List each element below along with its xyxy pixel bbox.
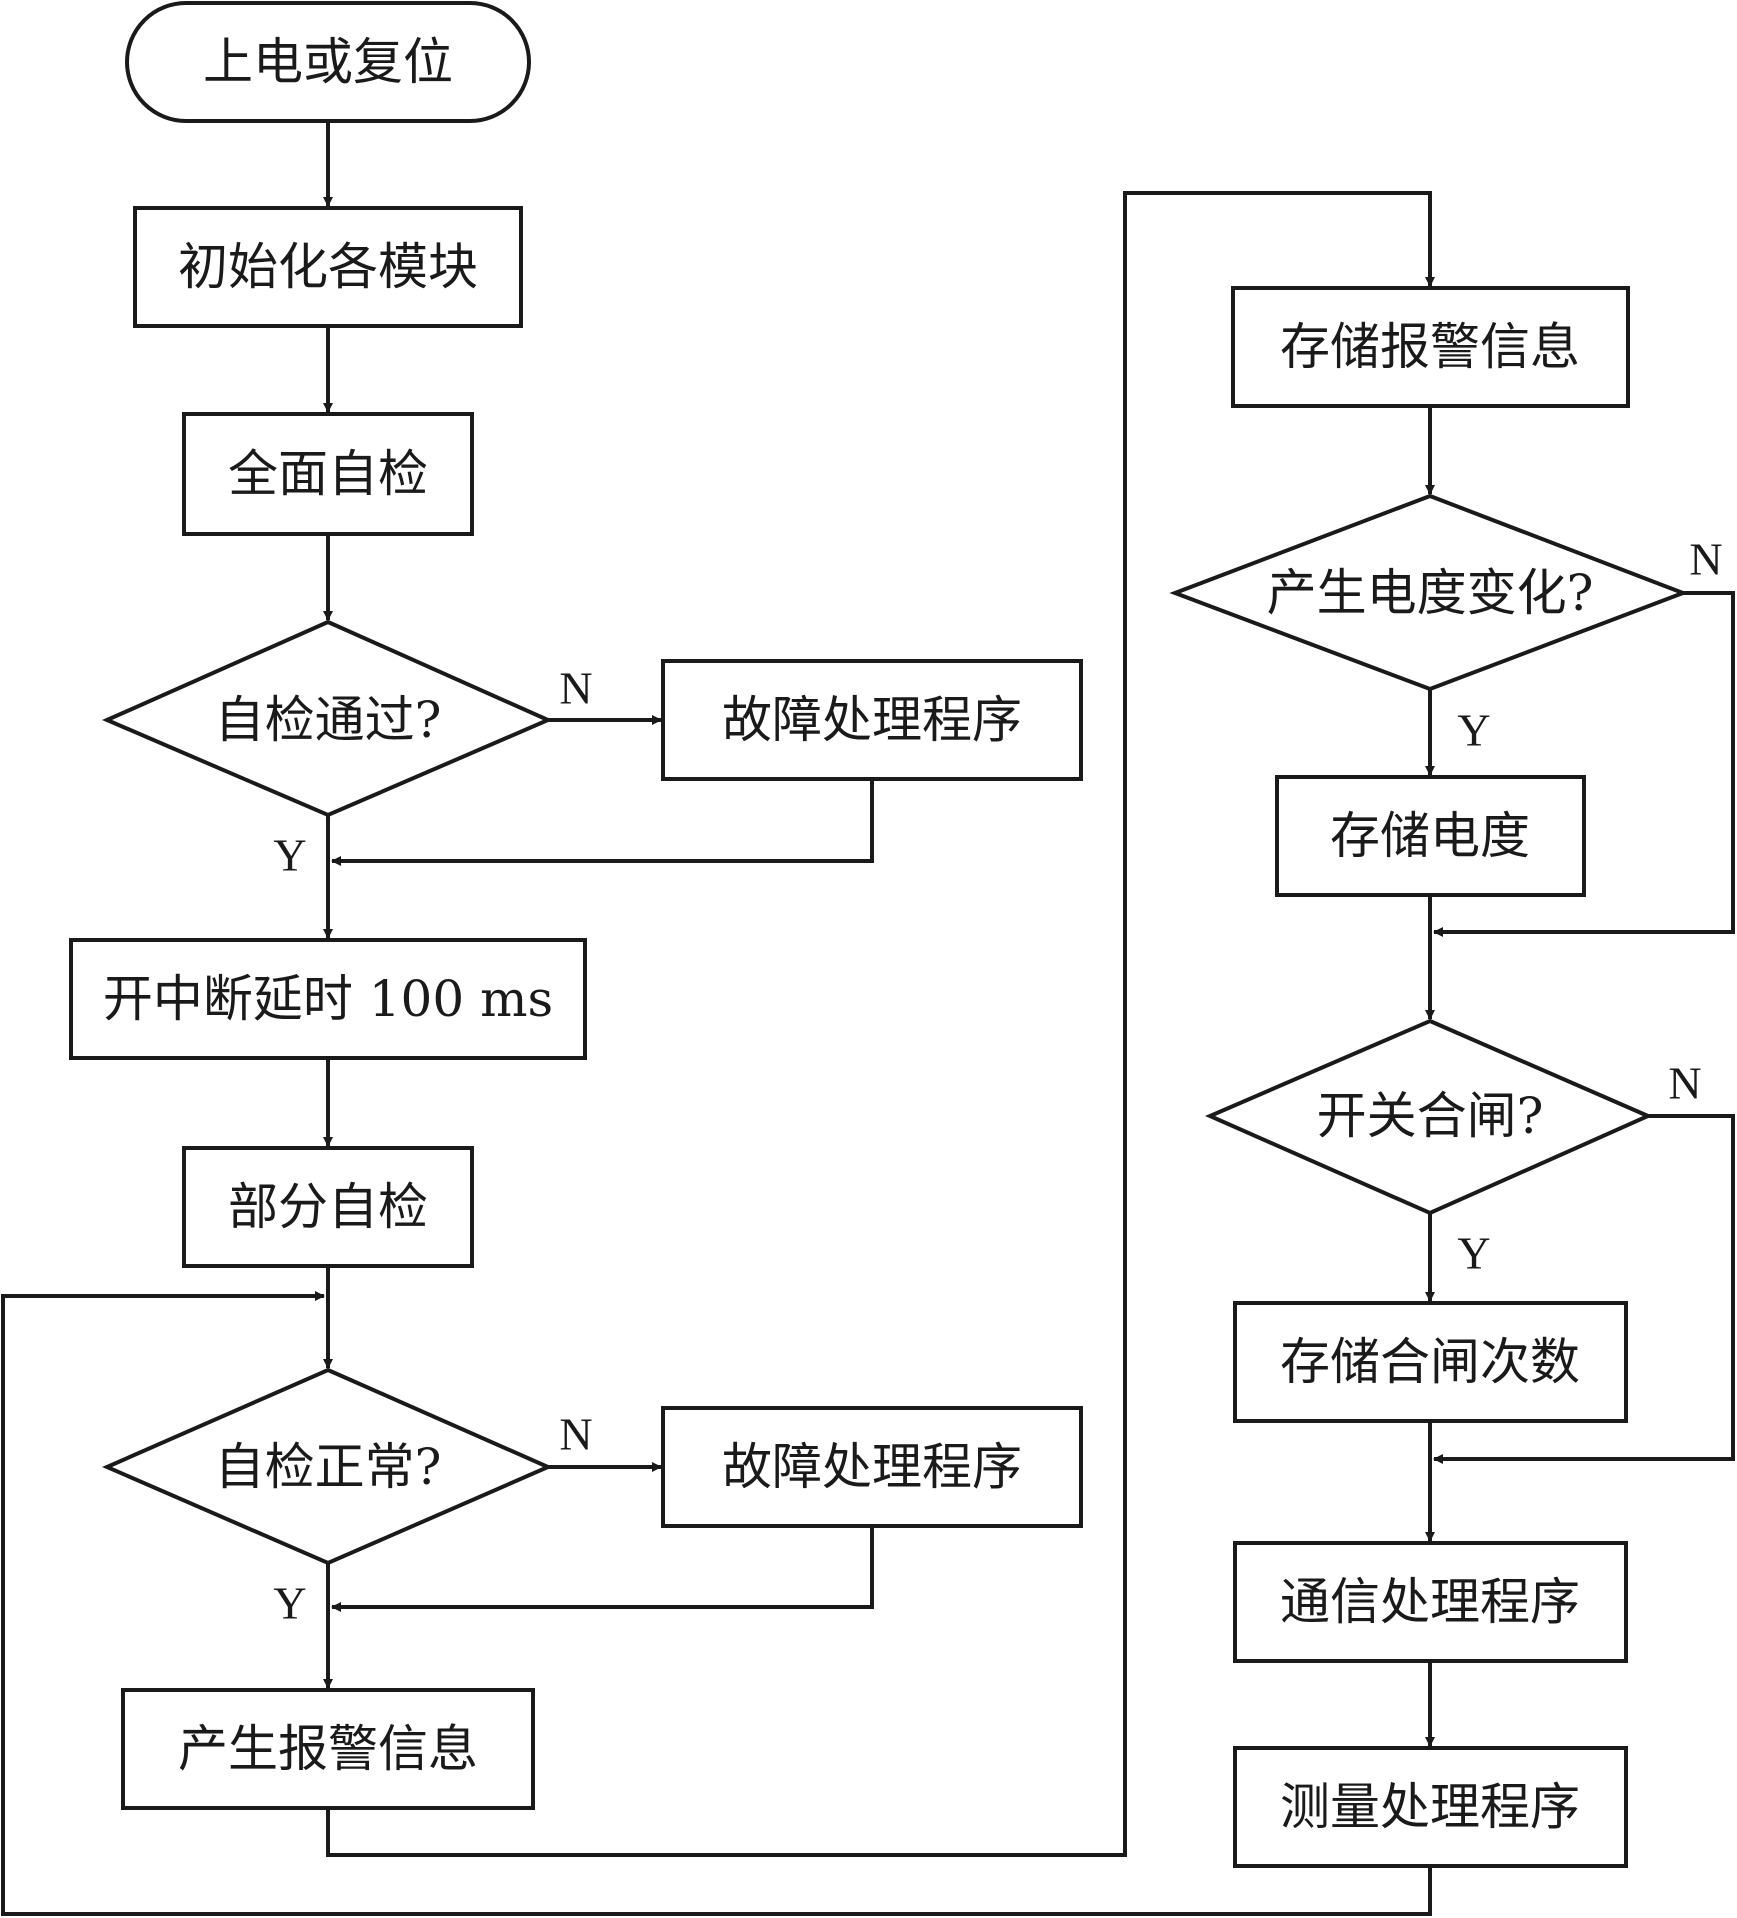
- store-energy-box: [1275, 775, 1586, 897]
- fault-handler-2-label: 故障处理程序: [722, 1438, 1022, 1496]
- arrow-alarm-to-right-column: [326, 191, 1435, 1857]
- check-normal-yes-label: Y: [273, 1578, 306, 1629]
- generate-alarm-box: [121, 1688, 535, 1810]
- full-self-check-label: 全面自检: [228, 445, 428, 503]
- switch-closed-no-label: N: [1668, 1058, 1701, 1109]
- measure-handler-box: [1233, 1746, 1628, 1868]
- energy-changed-label: 产生电度变化?: [1267, 564, 1594, 622]
- start-node-label: 上电或复位: [203, 33, 453, 91]
- arrow-fault2-return: [331, 1526, 874, 1612]
- init-modules-label: 初始化各模块: [178, 238, 478, 296]
- store-alarm-box: [1231, 286, 1630, 408]
- arrow-fault1-return: [331, 779, 874, 866]
- interrupt-delay-label: 开中断延时 100 ms: [103, 970, 553, 1028]
- store-energy-label: 存储电度: [1330, 807, 1530, 865]
- energy-changed-yes-label: Y: [1457, 705, 1490, 756]
- arrow-loop-back: [1, 1291, 1432, 1916]
- generate-alarm-label: 产生报警信息: [178, 1720, 478, 1778]
- switch-closed-yes-label: Y: [1457, 1228, 1490, 1279]
- measure-handler-label: 测量处理程序: [1280, 1778, 1580, 1836]
- store-close-count-label: 存储合闸次数: [1280, 1333, 1580, 1391]
- switch-closed-label: 开关合闸?: [1317, 1087, 1544, 1145]
- partial-self-check-box: [182, 1146, 474, 1268]
- check-passed-yes-label: Y: [273, 830, 306, 881]
- partial-self-check-label: 部分自检: [228, 1178, 428, 1236]
- check-normal-label: 自检正常?: [215, 1438, 442, 1496]
- energy-changed-no-label: N: [1689, 534, 1722, 585]
- init-modules-box: [133, 206, 523, 328]
- store-alarm-label: 存储报警信息: [1280, 318, 1580, 376]
- arrow-switch-no-bypass: [1433, 1114, 1735, 1464]
- comm-handler-label: 通信处理程序: [1280, 1573, 1580, 1631]
- fault-handler-1-label: 故障处理程序: [722, 691, 1022, 749]
- check-normal-no-label: N: [559, 1409, 592, 1460]
- interrupt-delay-box: [69, 938, 587, 1060]
- comm-handler-box: [1233, 1541, 1628, 1663]
- check-passed-label: 自检通过?: [215, 691, 442, 749]
- check-passed-no-label: N: [559, 663, 592, 714]
- arrow-energy-no-bypass: [1433, 591, 1735, 937]
